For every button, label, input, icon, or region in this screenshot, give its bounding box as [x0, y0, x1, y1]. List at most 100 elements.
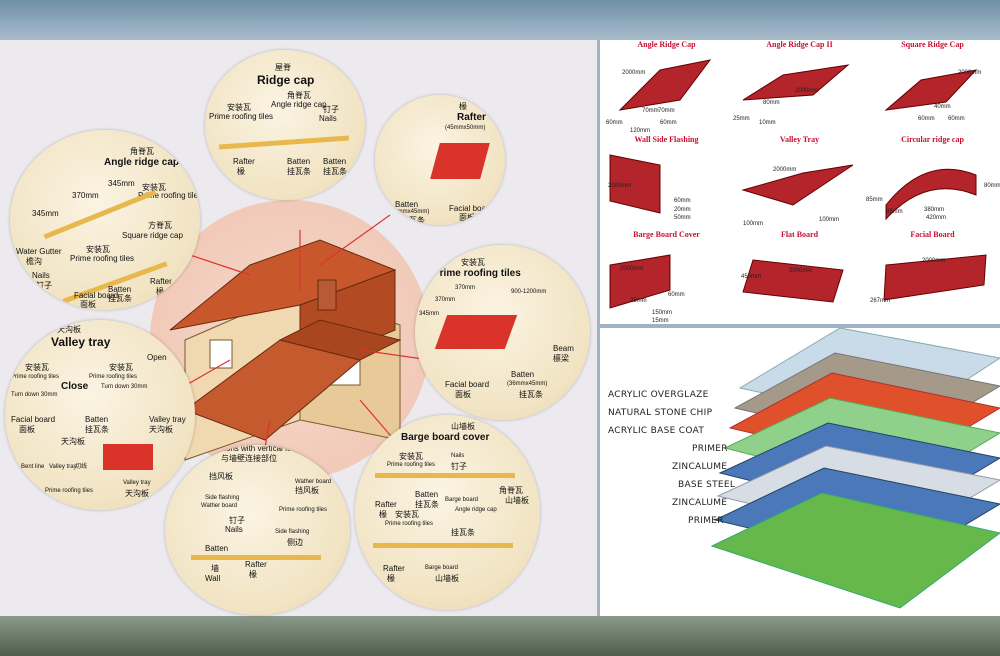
- ridge-cap-label: 挂瓦条: [323, 167, 347, 176]
- profile-title: Valley Tray: [779, 135, 820, 144]
- valley-label: Prime roofing tiles: [11, 374, 60, 380]
- junction-title: Junctions with vertical faces: [205, 445, 305, 453]
- dimension-label: 267mm: [870, 298, 891, 304]
- rafter-label: 面板: [459, 213, 475, 222]
- dimension-label: 2000mm: [958, 70, 982, 76]
- dimension-label: 40mm: [934, 104, 951, 110]
- ridge-cap-label: Batten: [323, 157, 347, 166]
- junction-label: 挡风板: [295, 486, 319, 495]
- barge-label: Prime roofing tiles: [385, 521, 434, 527]
- dimension-label: 120mm: [630, 128, 651, 134]
- valley-label: Valley tray: [123, 480, 151, 486]
- junction-label: 挡风板: [209, 472, 233, 481]
- ridge-cap-label: Prime roofing tiles: [209, 112, 274, 121]
- barge-label: 挂瓦条: [451, 528, 475, 537]
- angle-ridge-label: 面板: [80, 300, 96, 309]
- house-illustration: [159, 214, 431, 476]
- dimension-label: 85mm: [866, 197, 883, 203]
- angle-ridge-label: 钉子: [36, 281, 52, 290]
- ridge-cap-label: 安装瓦: [227, 103, 251, 112]
- junction-label: Wall: [205, 574, 221, 583]
- rafter-label: Facial board: [449, 204, 494, 213]
- profile-title: Angle Ridge Cap II: [766, 40, 833, 49]
- layer-label: PRIMER: [688, 516, 724, 526]
- background-sky: [0, 0, 1000, 40]
- profile-title: Circular ridge cap: [901, 135, 964, 144]
- profile-shape: [884, 69, 978, 111]
- prime-tiles-title: Prime roofing tiles: [433, 268, 521, 279]
- dimension-label: 70mm: [658, 108, 675, 114]
- prime-tiles-label: 面板: [455, 390, 471, 399]
- profile-shape: [883, 254, 987, 301]
- rafter-label: (36mmx45mm): [389, 209, 430, 215]
- dimension-label: 25mm: [733, 116, 750, 122]
- barge-title: Barge board cover: [401, 432, 490, 443]
- angle-ridge-label: Square ridge cap: [122, 231, 183, 240]
- valley-label: 天沟板: [57, 325, 81, 334]
- ridge-cap-label: 挂瓦条: [287, 167, 311, 176]
- angle-ridge-label: Prime roofing tiles: [70, 254, 135, 263]
- angle-ridge-label: 方脊瓦: [148, 221, 172, 230]
- barge-label: 山墙板: [505, 496, 529, 505]
- barge-label: 挂瓦条: [415, 500, 439, 509]
- dimension-label: 2000mm: [622, 70, 646, 76]
- junction-label: 椽: [249, 570, 257, 579]
- barge-board-circle: 山墙板 Barge board cover 安装瓦 Prime roofing …: [355, 415, 540, 610]
- profile-shape: [609, 254, 671, 309]
- dimension-label: 100mm: [819, 217, 840, 223]
- dimension-label: 20mm: [674, 207, 691, 213]
- valley-label: 天沟板: [149, 425, 173, 434]
- barge-label: Rafter: [383, 564, 405, 573]
- barge-label: 钉子: [451, 462, 467, 471]
- dimension-label: 345mm: [419, 311, 440, 317]
- junction-label: Wather board: [201, 503, 238, 509]
- dimension-label: 50mm: [674, 215, 691, 221]
- valley-label: Close: [61, 381, 89, 392]
- ridge-cap-label: 角脊瓦: [287, 91, 311, 100]
- junction-circle: Junctions with vertical faces 与墙壁连接部位 挡风…: [165, 445, 350, 615]
- barge-label: 安装瓦: [399, 452, 423, 461]
- dimension-label: 10mm: [759, 120, 776, 126]
- angle-ridge-circle: 角脊瓦 Angle ridge cap 345mm 370mm 345mm 安装…: [10, 130, 200, 310]
- junction-label: Prime roofing tiles: [279, 507, 328, 513]
- dimension-label: 900-1200mm: [511, 289, 547, 295]
- valley-label: 天沟板: [125, 489, 149, 498]
- profile-shape: [742, 259, 844, 303]
- valley-label: Valley tray: [49, 464, 77, 470]
- junction-label: Batten: [205, 544, 229, 553]
- barge-batten: [375, 473, 515, 478]
- valley-label: Valley tray: [149, 415, 186, 424]
- barge-label: 安装瓦: [395, 510, 419, 519]
- dimension-label: 60mm: [674, 198, 691, 204]
- profile-shape: [609, 154, 661, 214]
- rafter-label: 椽: [459, 102, 467, 111]
- dimension-label: 25mm: [630, 298, 647, 304]
- ridge-cap-circle: 屋脊 Ridge cap 角脊瓦 Angle ridge cap 安装瓦 Pri…: [205, 50, 365, 200]
- profile-shape: [741, 164, 854, 206]
- valley-label: Facial board: [11, 415, 56, 424]
- layer-label: ZINCALUME: [672, 462, 728, 472]
- ridge-cap-title: Ridge cap: [257, 73, 315, 87]
- barge-label: Rafter: [375, 500, 397, 509]
- background-trees: [0, 616, 1000, 656]
- dimension-label: 370mm: [455, 285, 476, 291]
- dimension-label: 80mm: [763, 100, 780, 106]
- angle-ridge-label: 檐沟: [26, 257, 42, 266]
- valley-label: Turn down 30mm: [101, 384, 148, 390]
- layer-label: PRIMER: [692, 444, 728, 454]
- dimension-label: 60mm: [660, 120, 677, 126]
- angle-ridge-label: Water Gutter: [16, 247, 62, 256]
- layer-label: ACRYLIC BASE COAT: [608, 426, 705, 436]
- rafter-label: (45mmx50mm): [445, 125, 486, 131]
- profile-title: Square Ridge Cap: [901, 40, 964, 49]
- profile-shape: [885, 168, 977, 221]
- dimension-label: 2000mm: [795, 88, 819, 94]
- dimension-label: 420mm: [926, 215, 947, 221]
- angle-ridge-label: 挂瓦条: [108, 294, 132, 303]
- prime-tiles-label: (36mmx45mm): [507, 381, 548, 387]
